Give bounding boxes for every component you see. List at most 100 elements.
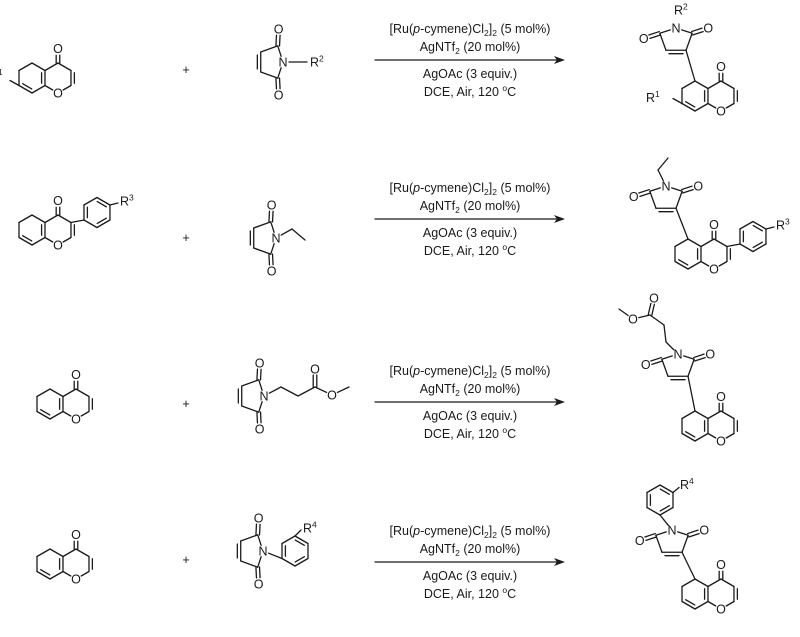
double-bond-line (678, 259, 689, 266)
bond (725, 432, 735, 439)
bond (62, 548, 77, 558)
ring-oxygen: O (71, 413, 81, 427)
catalyst-label: [Ru(p-cymene)Cl2]2 (5 mol%) (390, 22, 551, 38)
carbonyl-bond (680, 185, 693, 191)
plus-sign: + (182, 553, 189, 567)
bond (677, 531, 689, 536)
bond (267, 552, 283, 560)
bond (268, 386, 282, 394)
bond (681, 551, 696, 580)
bond (655, 531, 667, 536)
bond (44, 84, 54, 91)
bond (260, 71, 279, 79)
bond (646, 484, 661, 494)
plus-sign: + (182, 63, 189, 77)
ring-oxygen: O (716, 603, 726, 617)
oxidant-label: AgOAc (3 equiv.) (423, 67, 517, 81)
bond (253, 247, 272, 255)
imide-nitrogen: N (673, 348, 682, 362)
bond (665, 341, 675, 351)
r1-substituent: R1 (0, 67, 3, 83)
bond (83, 219, 98, 229)
bond (713, 238, 728, 248)
carbonyl-bond (278, 34, 281, 47)
carbonyl-bond (255, 523, 258, 536)
bond (49, 570, 64, 580)
double-bond-line (40, 569, 51, 576)
bond (720, 578, 735, 588)
bond (314, 386, 328, 394)
bond (44, 214, 59, 224)
bond (49, 410, 64, 420)
bond (718, 260, 728, 267)
conditions-layer: [Ru(p-cymene)Cl2]2 (5 mol%) AgNTf2 (20 mo… (390, 22, 551, 601)
bond-layer (9, 27, 775, 610)
imide-oxygen: O (639, 32, 649, 46)
ring-oxygen: O (53, 87, 63, 101)
bond (62, 410, 72, 417)
bond (277, 67, 282, 79)
imide-oxygen: O (693, 180, 703, 194)
ring-oxygen: O (53, 239, 63, 253)
bond (663, 324, 667, 343)
carbonyl-oxygen: O (71, 528, 81, 542)
bond (725, 102, 735, 109)
carbonyl-bond (275, 77, 278, 90)
double-bond-line (659, 505, 670, 512)
reaction-arrow-head (554, 398, 565, 406)
plus-sign: + (182, 231, 189, 245)
carbonyl-bond (255, 566, 258, 579)
bond (655, 534, 663, 553)
bond (687, 358, 695, 377)
bond (241, 379, 260, 387)
additive-label: AgNTf2 (20 mol%) (420, 382, 521, 398)
imide-oxygen: O (641, 358, 651, 372)
imide-oxygen: O (255, 422, 265, 436)
imide-oxygen: O (699, 524, 709, 538)
imide-oxygen: O (267, 264, 277, 278)
reaction-arrow-head (554, 56, 565, 64)
r1-substituent: R1 (646, 89, 660, 105)
bond (649, 190, 657, 209)
carbonyl-bond (259, 411, 262, 424)
bond (260, 45, 279, 53)
double-bond-line (40, 409, 51, 416)
bond (638, 314, 651, 319)
bond (720, 410, 735, 420)
carbonyl-bond (688, 532, 700, 538)
bond (672, 486, 680, 494)
bond (672, 97, 683, 105)
bond (109, 202, 119, 206)
additive-label: AgNTf2 (20 mol%) (420, 199, 521, 215)
bond (31, 62, 46, 72)
carbonyl-bond (638, 188, 650, 194)
carbonyl-bond (692, 353, 705, 359)
bond (707, 410, 722, 420)
bond (675, 207, 689, 240)
additive-label: AgNTf2 (20 mol%) (420, 542, 521, 558)
ring-oxygen: O (716, 435, 726, 449)
bond (18, 62, 33, 72)
bond (280, 386, 299, 397)
bond (661, 358, 669, 377)
bond (739, 243, 754, 253)
ring-oxygen: O (716, 105, 726, 119)
bond (685, 32, 693, 51)
bond (687, 375, 696, 412)
bond (707, 102, 717, 109)
carbonyl-bond (690, 27, 703, 33)
reaction-conditions: [Ru(p-cymene)Cl2]2 (5 mol%)AgNTf2 (20 mo… (390, 364, 551, 441)
bond (694, 410, 709, 420)
bond (277, 45, 282, 57)
bond (258, 401, 263, 413)
bond (80, 410, 90, 417)
bond (752, 220, 767, 230)
bond (687, 238, 702, 248)
bond (659, 484, 674, 494)
r4-substituent: R4 (303, 520, 317, 536)
bond (36, 410, 51, 420)
double-bond-line (96, 217, 107, 225)
carbonyl-oxygen: O (716, 60, 726, 74)
bond (70, 219, 85, 224)
